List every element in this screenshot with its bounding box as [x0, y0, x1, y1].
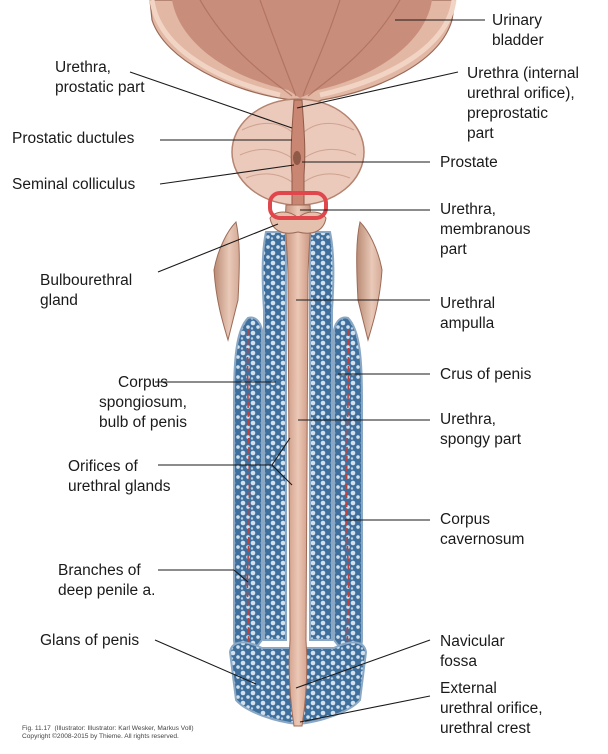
label-seminal-colliculus: Seminal colliculus — [12, 176, 136, 193]
label-crus-of-penis: Crus of penis — [440, 366, 532, 383]
copyright-credit: Fig. 11.17 (Illustrator: Illustrator: Ka… — [22, 725, 194, 740]
label-bulbourethral-gland: Bulbourethral gland — [40, 272, 133, 309]
corpus-cavernosum-shapes — [233, 316, 363, 654]
label-glans-of-penis: Glans of penis — [40, 632, 140, 649]
label-urinary-bladder: Urinary bladder — [492, 12, 544, 49]
label-urethra-prostatic-part: Urethra, prostatic part — [55, 59, 145, 96]
label-urethra-membranous-part: Urethra, membranous part — [440, 201, 531, 258]
spongy-urethra-shape — [284, 204, 312, 727]
leader-lines — [129, 19, 485, 723]
label-prostate: Prostate — [440, 154, 498, 171]
membranous-part-highlight — [268, 191, 328, 220]
label-prostatic-ductules: Prostatic ductules — [12, 130, 135, 147]
left-crus-shape — [213, 221, 240, 342]
label-urethra-internal-orifice: Urethra (internal urethral orifice), pre… — [467, 65, 579, 142]
label-external-urethral-orifice: External urethral orifice, urethral cres… — [440, 680, 543, 737]
label-corpus-cavernosum: Corpus cavernosum — [440, 511, 525, 548]
label-corpus-spongiosum: Corpus spongiosum, bulb of penis — [99, 374, 187, 431]
urinary-bladder-shape — [149, 0, 457, 109]
label-urethral-ampulla: Urethral ampulla — [440, 295, 496, 332]
seminal-colliculus-shape — [293, 151, 301, 165]
label-navicular-fossa: Navicular fossa — [440, 633, 505, 670]
corpus-spongiosum-shape — [261, 231, 335, 641]
deep-penile-artery-branches — [246, 329, 350, 646]
right-crus-shape — [356, 221, 383, 342]
label-orifices-urethral-glands: Orifices of urethral glands — [68, 458, 171, 495]
label-branches-deep-penile-artery: Branches of deep penile a. — [58, 562, 156, 599]
label-urethra-spongy-part: Urethra, spongy part — [440, 411, 521, 448]
